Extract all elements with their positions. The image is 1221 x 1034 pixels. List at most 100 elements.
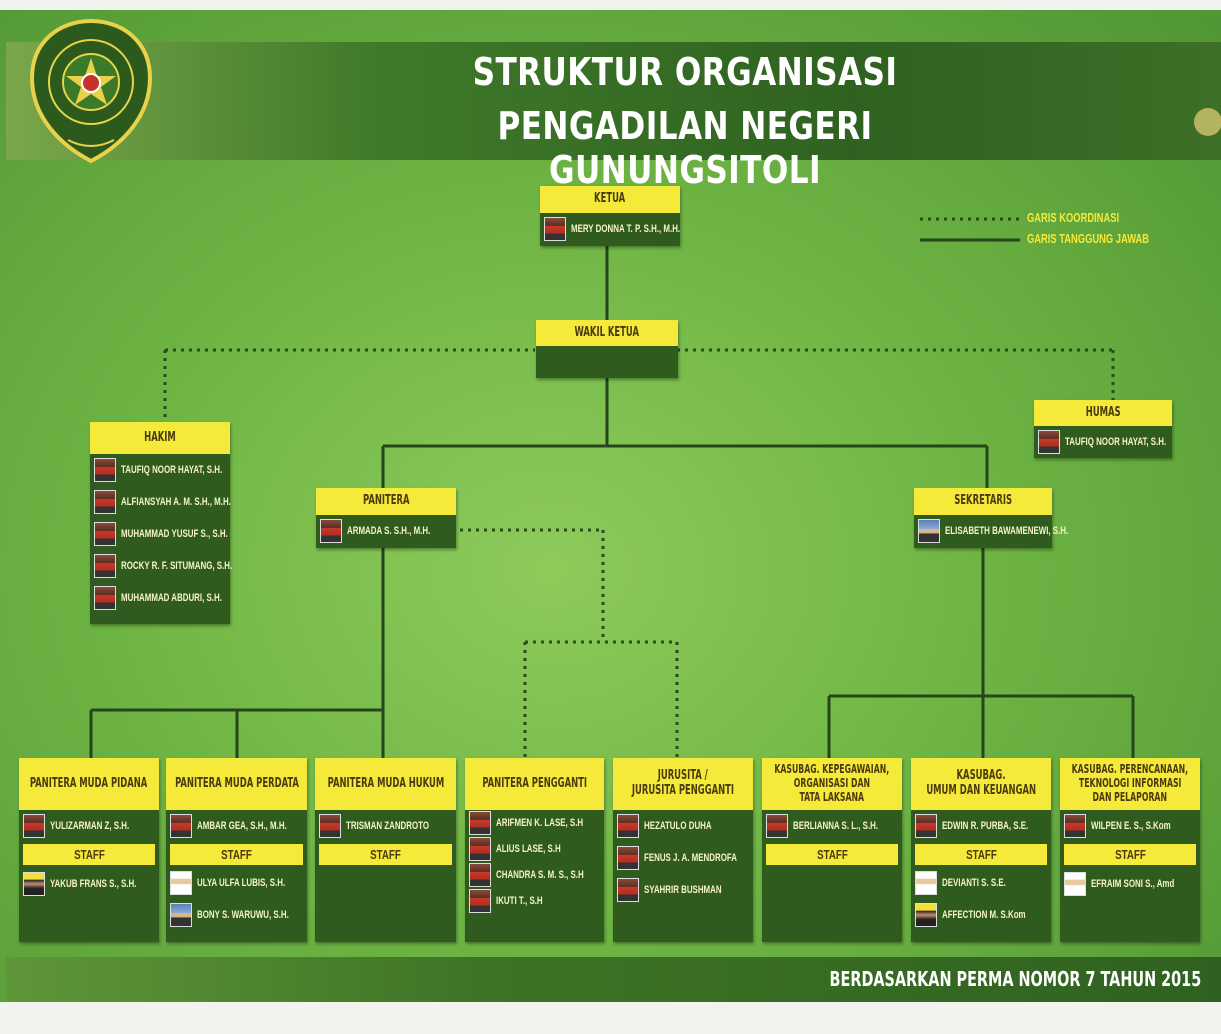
portrait-photo [544, 217, 566, 241]
wakil-ketua-title: WAKIL KETUA [536, 320, 678, 346]
legend-line-samples [920, 217, 1020, 242]
legend-responsibility-label: GARIS TANGGUNG JAWAB [1027, 231, 1150, 246]
staff-member: AFFECTION M. S.Kom [911, 899, 1051, 931]
unit-member: HEZATULO DUHA [613, 810, 753, 842]
unit-box-jurusita: JURUSITA /JURUSITA PENGGANTI HEZATULO DU… [613, 758, 753, 942]
unit-title: PANITERA MUDA PIDANA [19, 758, 159, 810]
portrait-photo [94, 554, 116, 578]
unit-title: JURUSITA /JURUSITA PENGGANTI [613, 758, 753, 810]
footer-banner: BERDASARKAN PERMA NOMOR 7 TAHUN 2015 [6, 957, 1221, 1002]
portrait-photo [23, 814, 45, 838]
unit-box-panitera-muda-hukum: PANITERA MUDA HUKUM TRISMAN ZANDROTO STA… [315, 758, 456, 942]
hakim-member: ALFIANSYAH A. M. S.H., M.H. [90, 486, 231, 518]
humas-member: TAUFIQ NOOR HAYAT, S.H. [1034, 426, 1172, 458]
unit-title: PANITERA MUDA PERDATA [166, 758, 307, 810]
portrait-photo [94, 586, 116, 610]
unit-member-name: SYAHRIR BUSHMAN [644, 884, 722, 896]
portrait-photo [170, 903, 192, 927]
portrait-photo [469, 811, 491, 835]
banner-dot-decoration [1194, 108, 1221, 136]
hakim-member: MUHAMMAD ABDURI, S.H. [90, 582, 230, 614]
portrait-photo [1064, 814, 1086, 838]
hakim-member: TAUFIQ NOOR HAYAT, S.H. [90, 454, 230, 486]
portrait-photo [469, 889, 491, 913]
sekretaris-name: ELISABETH BAWAMENEWI, S.H. [945, 525, 1069, 537]
unit-member: ALIUS LASE, S.H [465, 836, 604, 862]
portrait-photo [1064, 872, 1086, 896]
unit-head-name: BERLIANNA S. L., S.H. [793, 820, 879, 832]
staff-label: STAFF [319, 844, 452, 865]
unit-member: CHANDRA S. M. S., S.H [465, 862, 604, 888]
hakim-member-name: ALFIANSYAH A. M. S.H., M.H. [121, 496, 231, 508]
unit-head-name: YULIZARMAN Z, S.H. [50, 820, 130, 832]
unit-box-kasubag-umum-keuangan: KASUBAG.UMUM DAN KEUANGAN EDWIN R. PURBA… [911, 758, 1051, 942]
unit-member: ARIFMEN K. LASE, S.H [465, 810, 604, 836]
staff-label: STAFF [766, 844, 898, 865]
unit-member-name: FENUS J. A. MENDROFA [644, 852, 738, 864]
portrait-photo [23, 872, 45, 896]
unit-box-panitera-muda-perdata: PANITERA MUDA PERDATA AMBAR GEA, S.H., M… [166, 758, 307, 942]
unit-member: IKUTI T., S.H [465, 888, 604, 914]
ketua-title: KETUA [540, 186, 680, 213]
hakim-member-name: MUHAMMAD ABDURI, S.H. [121, 592, 222, 604]
portrait-photo [94, 490, 116, 514]
portrait-photo [915, 871, 937, 895]
humas-box: HUMAS TAUFIQ NOOR HAYAT, S.H. [1034, 400, 1172, 458]
staff-label: STAFF [170, 844, 303, 865]
unit-box-panitera-muda-pidana: PANITERA MUDA PIDANA YULIZARMAN Z, S.H. … [19, 758, 159, 942]
portrait-photo [170, 814, 192, 838]
chart-title-line2: PENGADILAN NEGERI GUNUNGSITOLI [497, 104, 873, 192]
unit-member-name: IKUTI T., S.H [496, 895, 543, 907]
unit-title: KASUBAG. PERENCANAAN,TEKNOLOGI INFORMASI… [1060, 758, 1200, 810]
ketua-member: MERY DONNA T. P. S.H., M.H. [540, 213, 680, 245]
unit-box-panitera-pengganti: PANITERA PENGGANTI ARIFMEN K. LASE, S.H … [465, 758, 604, 942]
portrait-photo [617, 846, 639, 870]
unit-member: FENUS J. A. MENDROFA [613, 842, 753, 874]
ketua-box: KETUA MERY DONNA T. P. S.H., M.H. [540, 186, 680, 246]
ketua-name: MERY DONNA T. P. S.H., M.H. [571, 223, 681, 235]
staff-name: BONY S. WARUWU, S.H. [197, 909, 289, 921]
hakim-member-name: ROCKY R. F. SITUMANG, S.H. [121, 560, 233, 572]
unit-head-member: BERLIANNA S. L., S.H. [762, 810, 902, 842]
staff-name: YAKUB FRANS S., S.H. [50, 878, 137, 890]
panitera-member: ARMADA S. S.H., M.H. [316, 515, 456, 547]
panitera-name: ARMADA S. S.H., M.H. [347, 525, 431, 537]
staff-member: DEVIANTI S. S.E. [911, 867, 1051, 899]
unit-head-name: TRISMAN ZANDROTO [346, 820, 430, 832]
humas-title: HUMAS [1034, 400, 1172, 426]
hakim-title: HAKIM [90, 422, 230, 454]
top-margin [0, 0, 1221, 10]
unit-member: SYAHRIR BUSHMAN [613, 874, 753, 906]
staff-member: BONY S. WARUWU, S.H. [166, 899, 307, 931]
portrait-photo [915, 814, 937, 838]
hakim-member-name: TAUFIQ NOOR HAYAT, S.H. [121, 464, 223, 476]
staff-label: STAFF [23, 844, 155, 865]
legend-coordination-label: GARIS KOORDINASI [1027, 210, 1120, 225]
hakim-member-name: MUHAMMAD YUSUF S., S.H. [121, 528, 228, 540]
unit-head-member: TRISMAN ZANDROTO [315, 810, 456, 842]
portrait-photo [915, 903, 937, 927]
portrait-photo [918, 519, 940, 543]
unit-head-member: WILPEN E. S., S.Kom [1060, 810, 1200, 842]
line-legend: GARIS KOORDINASI GARIS TANGGUNG JAWAB [915, 207, 1185, 252]
title-banner [6, 42, 1221, 160]
hakim-member: MUHAMMAD YUSUF S., S.H. [90, 518, 230, 550]
unit-box-kasubag-perencanaan: KASUBAG. PERENCANAAN,TEKNOLOGI INFORMASI… [1060, 758, 1200, 942]
unit-title: PANITERA PENGGANTI [465, 758, 604, 810]
footer-regulation-text: BERDASARKAN PERMA NOMOR 7 TAHUN 2015 [829, 967, 1201, 991]
portrait-photo [617, 878, 639, 902]
staff-member: EFRAIM SONI S., Amd [1060, 867, 1200, 901]
staff-name: DEVIANTI S. S.E. [942, 877, 1006, 889]
portrait-photo [617, 814, 639, 838]
staff-label: STAFF [1064, 844, 1196, 865]
staff-name: ULYA ULFA LUBIS, S.H. [197, 877, 286, 889]
hakim-member: ROCKY R. F. SITUMANG, S.H. [90, 550, 233, 582]
unit-head-name: WILPEN E. S., S.Kom [1091, 820, 1171, 832]
hakim-box: HAKIM TAUFIQ NOOR HAYAT, S.H. ALFIANSYAH… [90, 422, 233, 624]
portrait-photo [1038, 430, 1060, 454]
unit-head-name: EDWIN R. PURBA, S.E. [942, 820, 1029, 832]
unit-member-name: ARIFMEN K. LASE, S.H [496, 817, 584, 829]
